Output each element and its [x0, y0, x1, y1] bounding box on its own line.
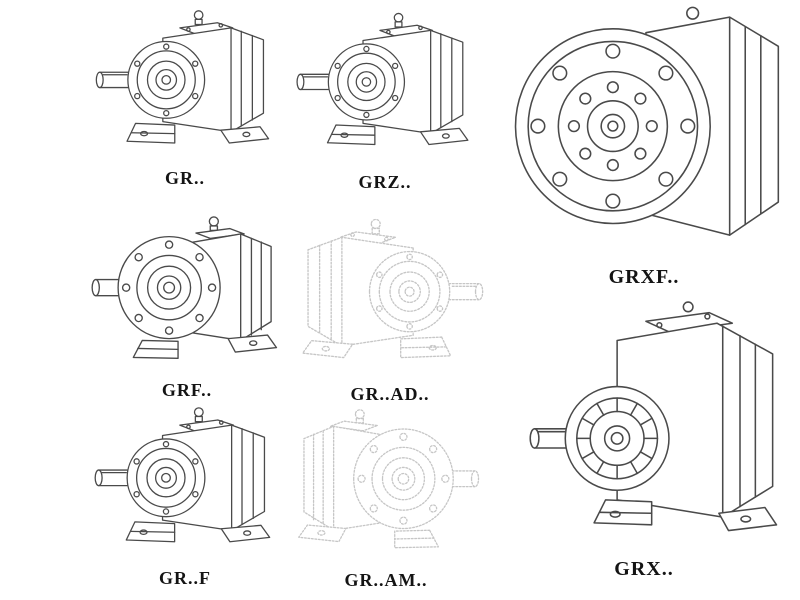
model-label-grf: GRF..: [161, 380, 213, 400]
gearbox-drawing-foot-icon: [90, 400, 280, 566]
figure-gr-ad: GR..AD..: [292, 212, 488, 405]
model-label-grx: GRX..: [614, 558, 674, 580]
figure-grz: GRZ..: [292, 4, 478, 193]
gearbox-drawing-flange-icon: [88, 208, 286, 378]
figure-grxf: GRXF..: [498, 2, 790, 289]
gearbox-drawing-foot-icon: [90, 4, 280, 166]
model-label-gr-f: GR..F: [159, 568, 211, 588]
gearbox-drawing-flange-faded-icon: [290, 400, 482, 568]
figure-gr: GR..: [90, 4, 280, 189]
gearbox-drawing-foot-icon: [292, 4, 478, 170]
model-label-gr-ad: GR..AD..: [350, 384, 430, 404]
model-label-grz: GRZ..: [358, 172, 412, 192]
figure-grf: GRF..: [88, 208, 286, 401]
model-label-gr: GR..: [165, 168, 205, 188]
gearbox-drawing-flange-front-icon: [498, 2, 790, 260]
model-label-grxf: GRXF..: [608, 266, 680, 288]
model-label-gr-am: GR..AM..: [344, 570, 428, 590]
figure-grx: GRX..: [500, 296, 788, 581]
gearbox-drawing-adapter-faded-icon: [292, 212, 488, 382]
figure-gr-am: GR..AM..: [290, 400, 482, 591]
gearbox-drawing-large-icon: [500, 296, 788, 552]
figure-gr-f: GR..F: [90, 400, 280, 589]
